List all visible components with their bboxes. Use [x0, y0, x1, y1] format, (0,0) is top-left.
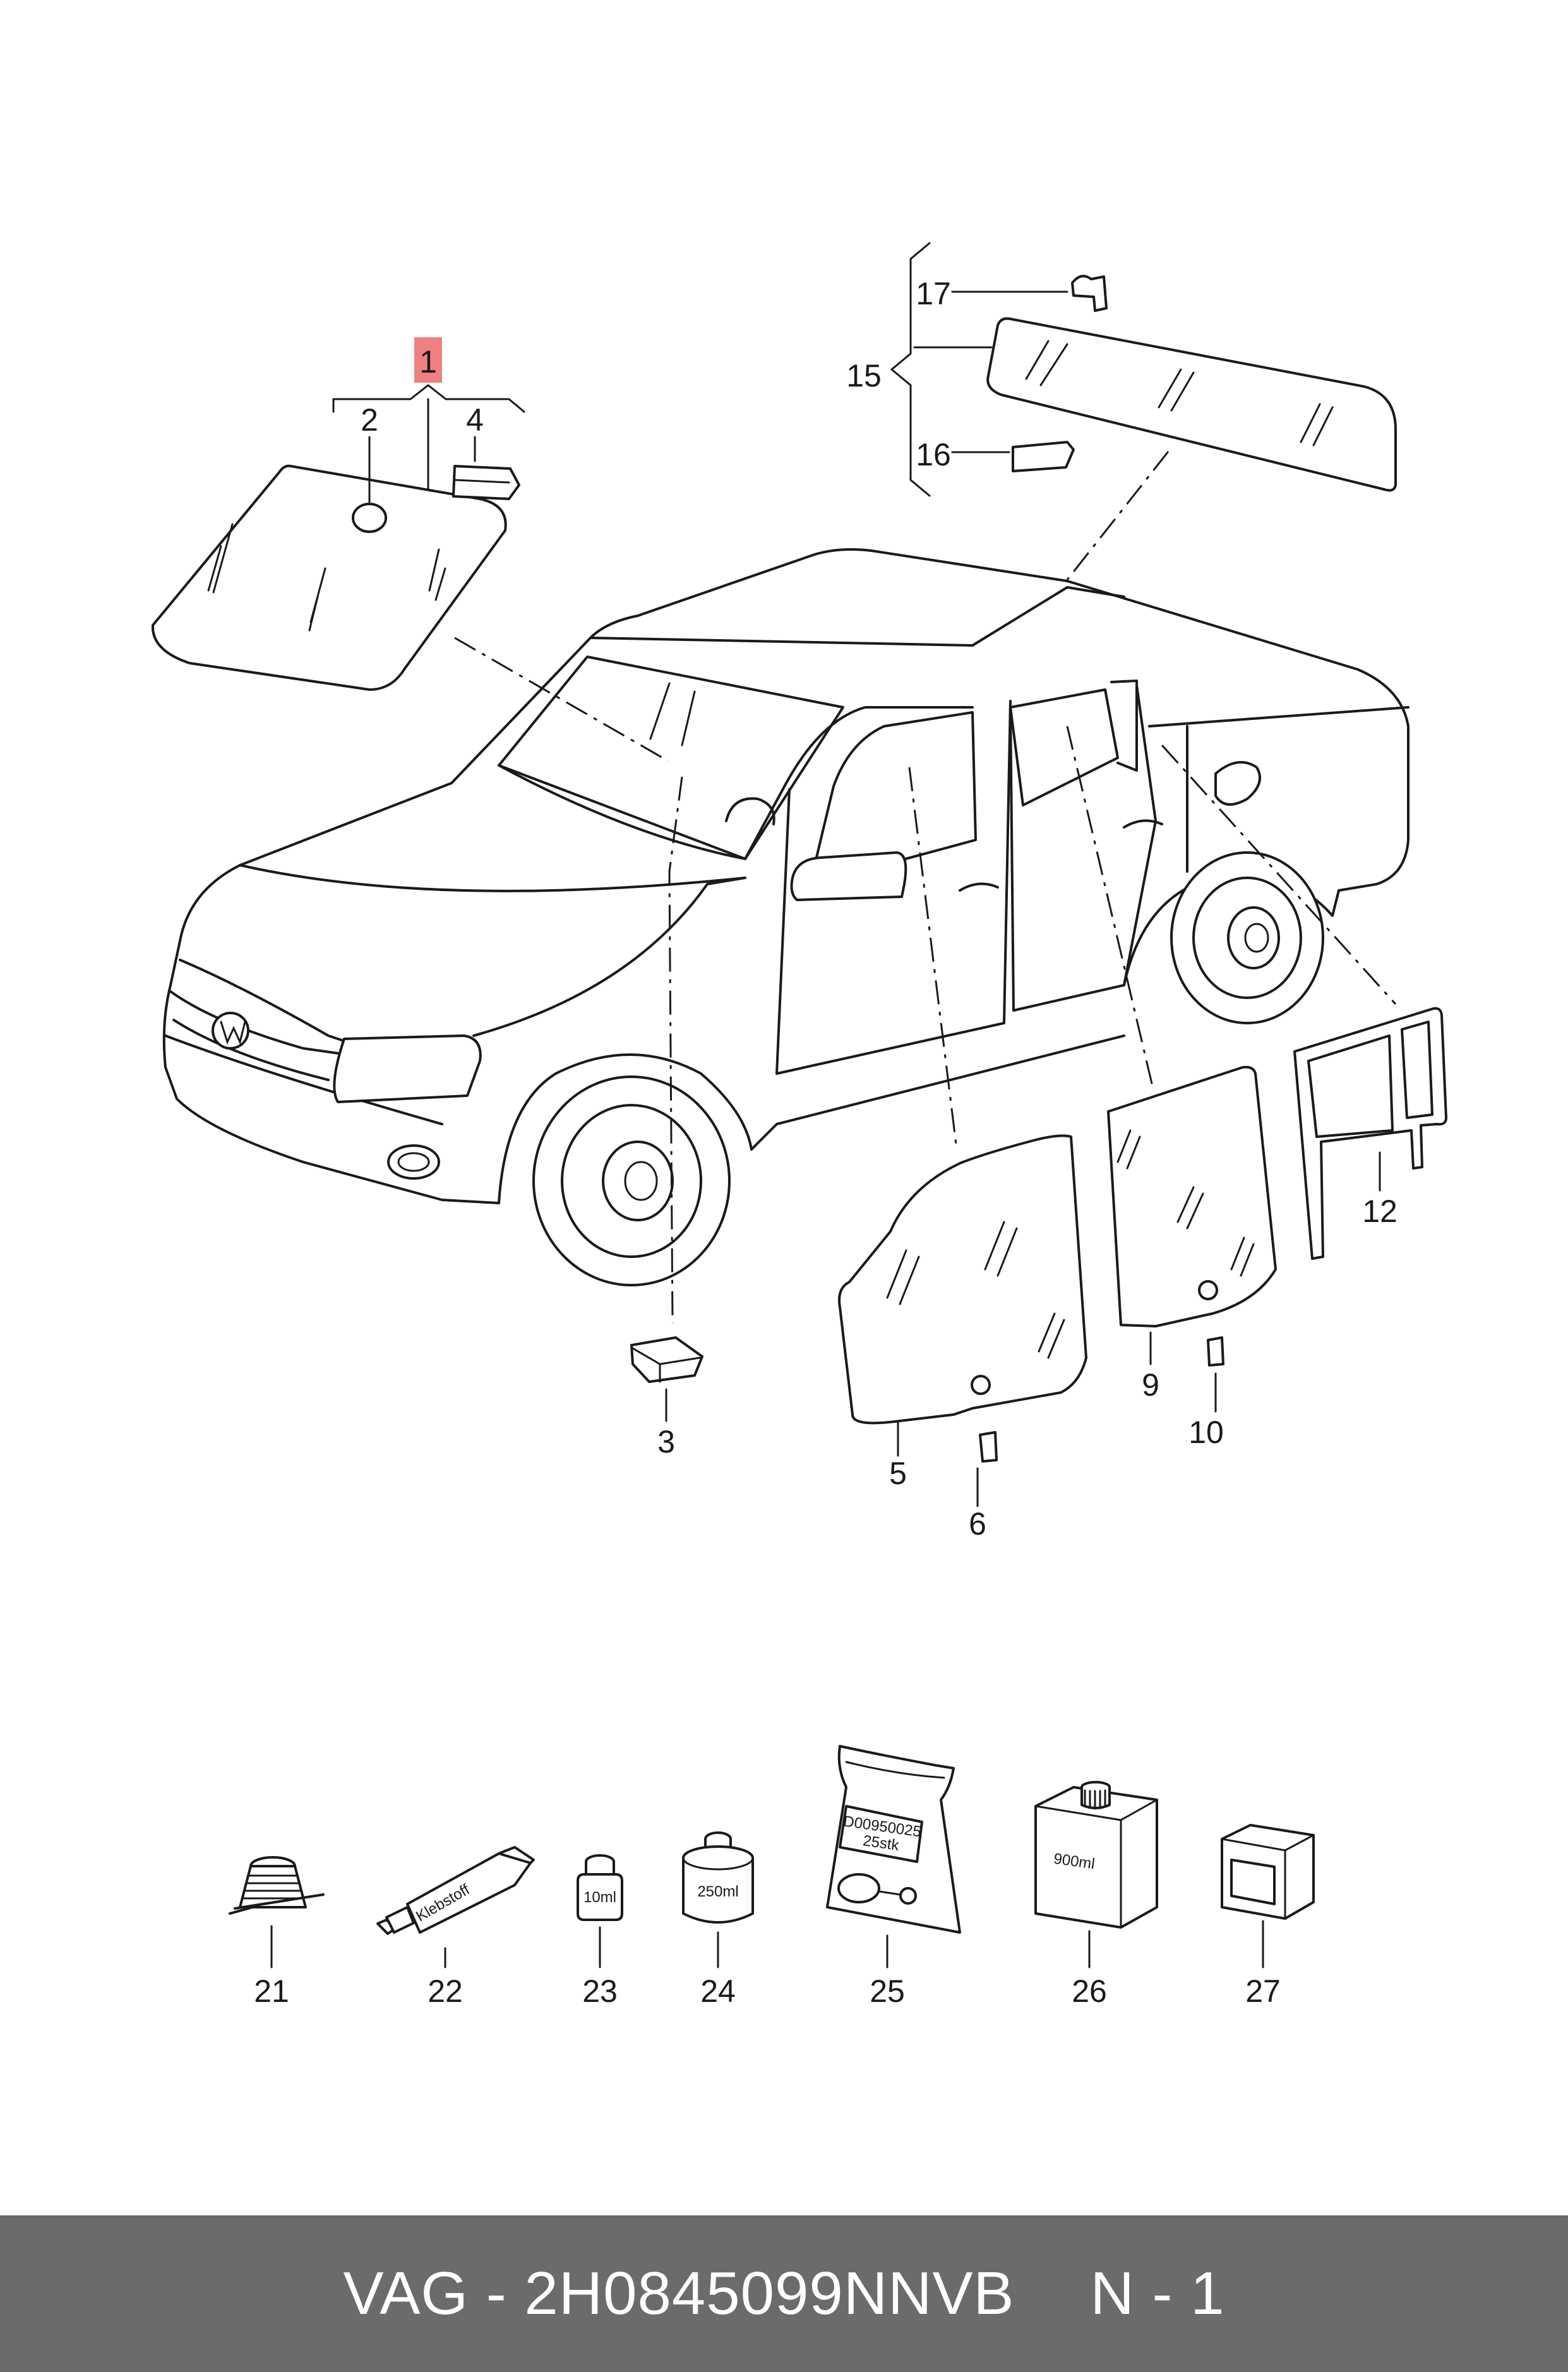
primer-can[interactable]: 250ml — [682, 1831, 754, 1924]
callout-27[interactable]: 27 — [1245, 1974, 1281, 2009]
primer-bottle-small[interactable]: 10ml — [577, 1854, 623, 1921]
callout-22[interactable]: 22 — [428, 1974, 463, 2009]
rear-window-seal[interactable] — [1012, 441, 1075, 472]
part-number-footer: VAG - 2H0845099NNVB N - 1 — [0, 2215, 1568, 2372]
position-prefix: N — [1090, 2260, 1135, 2327]
brand-name: VAG — [343, 2260, 469, 2327]
rear-door-glass[interactable] — [1107, 1065, 1277, 1327]
callout-16[interactable]: 16 — [916, 437, 951, 472]
cleaner-canister[interactable]: 900ml — [1034, 1781, 1158, 1929]
callout-26[interactable]: 26 — [1072, 1974, 1107, 2009]
callout-9[interactable]: 9 — [1142, 1367, 1159, 1403]
adhesive-bead-coil[interactable] — [229, 1856, 325, 1915]
callout-15[interactable]: 15 — [846, 358, 882, 393]
sensor-pad[interactable] — [452, 465, 520, 500]
accessory-box[interactable] — [1221, 1824, 1315, 1920]
part-number: 2H0845099NNVB — [524, 2260, 1015, 2327]
parts-diagram: 1 2 4 17 15 16 — [151, 242, 1447, 2009]
pickup-truck-illustration — [162, 548, 1409, 1286]
door-frame-seal[interactable] — [1293, 1007, 1447, 1260]
callout-6[interactable]: 6 — [969, 1506, 986, 1542]
applicator-bag[interactable]: D00950025 25stk — [826, 1745, 961, 1934]
rear-window-glass[interactable] — [986, 317, 1397, 492]
front-glass-clip[interactable] — [979, 1431, 998, 1463]
callout-1-highlight — [414, 337, 442, 383]
front-door-glass[interactable] — [838, 1134, 1087, 1425]
callout-21[interactable]: 21 — [254, 1974, 289, 2009]
rain-sensor-window — [352, 503, 387, 533]
position-number: 1 — [1190, 2260, 1225, 2327]
can-label: 250ml — [697, 1883, 738, 1900]
windshield-glass[interactable] — [151, 464, 507, 691]
position-separator: - — [1152, 2260, 1173, 2327]
callout-24[interactable]: 24 — [700, 1974, 736, 2009]
callout-17[interactable]: 17 — [916, 276, 951, 311]
callout-12[interactable]: 12 — [1362, 1194, 1397, 1229]
adhesive-tube[interactable]: Klebstoff — [376, 1846, 535, 1935]
callout-23[interactable]: 23 — [582, 1974, 618, 2009]
callout-3[interactable]: 3 — [657, 1424, 675, 1459]
callout-2[interactable]: 2 — [361, 402, 378, 438]
mirror-base-pad[interactable] — [630, 1336, 703, 1383]
callout-10[interactable]: 10 — [1188, 1415, 1224, 1450]
brand-separator: - — [486, 2260, 507, 2327]
callout-5[interactable]: 5 — [889, 1456, 907, 1491]
callout-25[interactable]: 25 — [870, 1974, 905, 2009]
rear-glass-clip[interactable] — [1207, 1336, 1224, 1367]
small-bottle-label: 10ml — [584, 1889, 616, 1906]
callout-1[interactable]: 1 — [419, 344, 437, 380]
rear-window-clip[interactable] — [1071, 275, 1108, 312]
callout-4[interactable]: 4 — [466, 402, 484, 438]
